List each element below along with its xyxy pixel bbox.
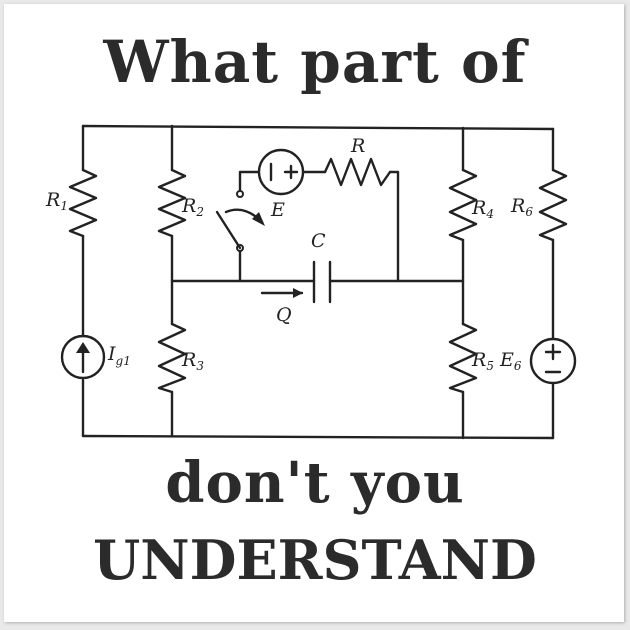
label-ig1: Ig1 — [107, 343, 131, 368]
voltage-source-e6 — [529, 337, 577, 385]
label-r2: R2 — [181, 195, 204, 219]
resistor-r5 — [448, 322, 478, 394]
circuit-wires — [81, 124, 555, 440]
label-r4: R4 — [471, 197, 494, 221]
resistor-r6 — [538, 168, 568, 242]
switch — [215, 190, 265, 252]
label-r: R — [350, 135, 365, 157]
label-r3: R3 — [181, 349, 204, 373]
poster-card — [4, 4, 624, 622]
label-c: C — [311, 230, 326, 252]
voltage-source-e — [257, 148, 305, 196]
resistor-r1 — [68, 168, 98, 238]
label-q: Q — [276, 304, 292, 326]
label-r6: R6 — [510, 195, 533, 219]
label-r1: R1 — [45, 189, 68, 213]
label-e6: E6 — [499, 349, 522, 373]
label-r5: R5 — [471, 349, 494, 373]
headline-bottom: UNDERSTAND — [93, 528, 537, 592]
resistor-r — [323, 157, 392, 187]
label-e: E — [270, 199, 285, 221]
capacitor-c — [312, 260, 332, 304]
resistor-r2 — [157, 168, 187, 238]
charge-arrow-q — [260, 288, 304, 298]
headline-top: What part of — [103, 28, 527, 96]
resistor-r4 — [448, 168, 478, 242]
headline-middle: don't you — [165, 450, 465, 516]
current-source-ig1 — [60, 334, 106, 380]
resistor-r3 — [157, 322, 187, 394]
